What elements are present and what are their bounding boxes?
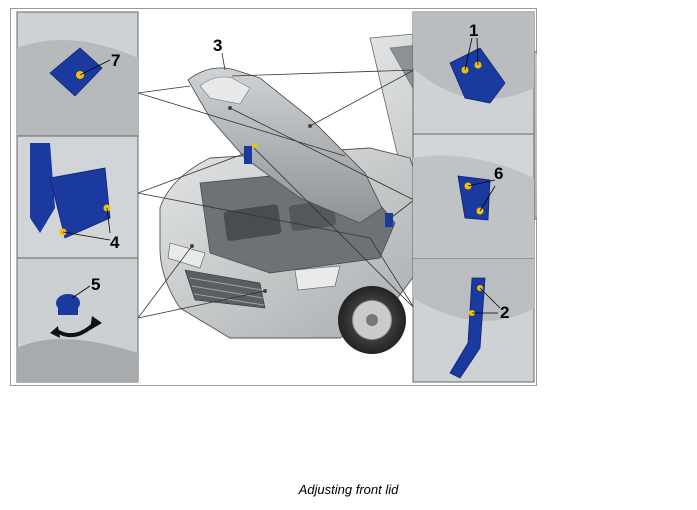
callout-4: 4 [110, 233, 120, 252]
inset-panel-6 [412, 133, 535, 260]
inset-panel-1 [412, 11, 535, 135]
callout-5: 5 [91, 275, 100, 294]
callout-2: 2 [500, 303, 509, 322]
inset-panel-4 [16, 135, 139, 259]
lid-adjustment-diagram: 7 4 5 3 1 6 2 [10, 8, 537, 386]
leader-lines [137, 52, 415, 319]
inset-panel-2 [412, 258, 535, 383]
callout-7: 7 [111, 51, 120, 70]
callout-labels: 7 4 5 3 1 6 2 [91, 21, 509, 322]
callout-3: 3 [213, 36, 222, 55]
callout-6: 6 [494, 164, 503, 183]
inset-panel-5 [16, 257, 139, 383]
figure-caption: Adjusting front lid [298, 482, 399, 497]
inset-panel-7 [16, 11, 139, 137]
callout-1: 1 [469, 21, 478, 40]
front-lid [187, 67, 383, 224]
